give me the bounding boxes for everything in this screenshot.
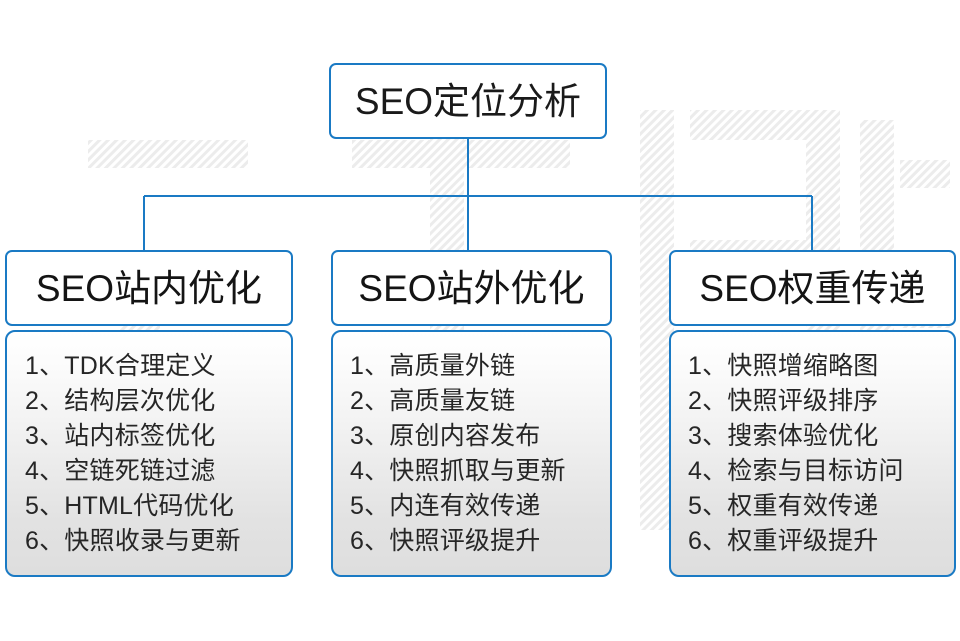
list-item: 3、搜索体验优化 <box>688 422 879 450</box>
list-item: 5、HTML代码优化 <box>25 492 234 520</box>
branch-list-1: 1、高质量外链 2、高质量友链 3、原创内容发布 4、快照抓取与更新 5、内连有… <box>331 330 612 577</box>
branch-list-0: 1、TDK合理定义 2、结构层次优化 3、站内标签优化 4、空链死链过滤 5、H… <box>5 330 293 577</box>
branch-list-2: 1、快照增缩略图 2、快照评级排序 3、搜索体验优化 4、检索与目标访问 5、权… <box>669 330 956 577</box>
branch-header-label-0: SEO站内优化 <box>35 267 263 309</box>
list-item: 4、快照抓取与更新 <box>350 457 566 485</box>
list-item: 2、高质量友链 <box>350 387 516 415</box>
branch-header-2: SEO权重传递 <box>669 250 956 326</box>
list-item: 3、站内标签优化 <box>25 422 216 450</box>
branch-header-label-2: SEO权重传递 <box>699 267 926 309</box>
list-item: 1、高质量外链 <box>350 352 516 380</box>
branch-header-0: SEO站内优化 <box>5 250 293 326</box>
list-item: 2、结构层次优化 <box>25 387 216 415</box>
list-item: 1、快照增缩略图 <box>688 352 879 380</box>
list-item: 5、权重有效传递 <box>688 492 879 520</box>
list-item: 1、TDK合理定义 <box>25 352 216 380</box>
list-item: 4、空链死链过滤 <box>25 457 216 485</box>
branch-column-seo-onsite: SEO站内优化 1、TDK合理定义 2、结构层次优化 3、站内标签优化 4、空链… <box>5 250 293 577</box>
list-item: 5、内连有效传递 <box>350 492 541 520</box>
branch-header-1: SEO站外优化 <box>331 250 612 326</box>
list-item: 6、快照评级提升 <box>350 527 541 555</box>
list-item: 6、权重评级提升 <box>688 527 879 555</box>
list-item: 2、快照评级排序 <box>688 387 879 415</box>
list-item: 3、原创内容发布 <box>350 422 541 450</box>
list-item: 6、快照收录与更新 <box>25 527 241 555</box>
branch-column-seo-weight: SEO权重传递 1、快照增缩略图 2、快照评级排序 3、搜索体验优化 4、检索与… <box>669 250 956 577</box>
branch-header-label-1: SEO站外优化 <box>358 267 585 309</box>
root-node-label: SEO定位分析 <box>354 80 582 122</box>
list-item: 4、检索与目标访问 <box>688 457 904 485</box>
root-node: SEO定位分析 <box>329 63 607 139</box>
branch-column-seo-offsite: SEO站外优化 1、高质量外链 2、高质量友链 3、原创内容发布 4、快照抓取与… <box>331 250 612 577</box>
